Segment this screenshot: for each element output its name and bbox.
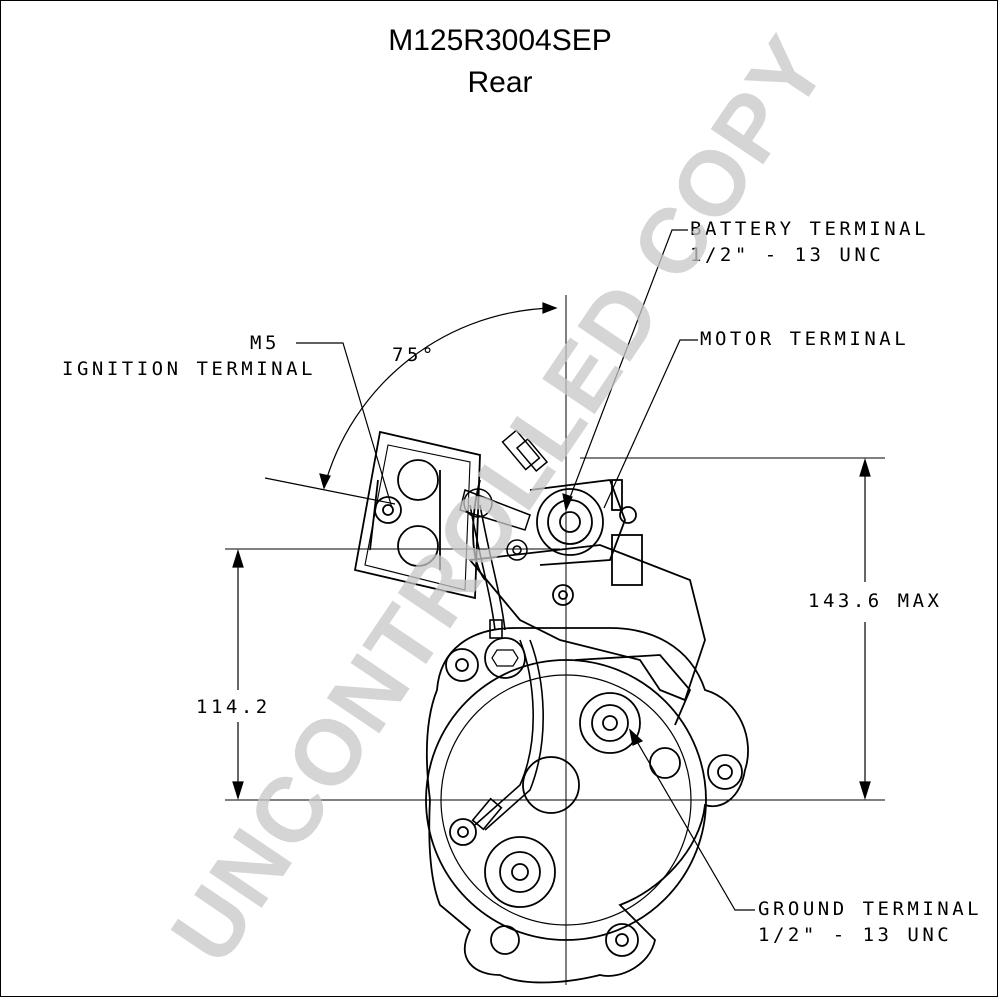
- height-max-value: 143.6 MAX: [808, 590, 943, 612]
- ground-terminal-thread: 1/2" - 13 UNC: [758, 924, 953, 946]
- ground-terminal-label: GROUND TERMINAL: [758, 898, 983, 920]
- ignition-terminal-label: IGNITION TERMINAL: [62, 358, 316, 380]
- angle-dimension: [264, 302, 558, 505]
- ground-cable: [471, 639, 544, 831]
- dimension-143: [859, 457, 871, 801]
- motor-terminal-label: MOTOR TERMINAL: [700, 328, 910, 350]
- angle-value: 75°: [392, 344, 437, 366]
- leader-lines: [296, 229, 755, 911]
- ignition-terminal-size: M5: [250, 332, 280, 354]
- solenoid: [468, 479, 706, 702]
- ignition-wire: [469, 504, 506, 639]
- battery-terminal-label: BATTERY TERMINAL: [690, 218, 930, 240]
- drawing-title: M125R3004SEP: [388, 24, 612, 57]
- center-lines: [225, 295, 885, 985]
- motor-body: [425, 627, 749, 984]
- dimension-114: [232, 548, 244, 801]
- height-axis-value: 114.2: [196, 696, 271, 718]
- drawing-subtitle: Rear: [467, 66, 533, 99]
- ignition-housing: [353, 430, 481, 600]
- battery-terminal-thread: 1/2" - 13 UNC: [690, 244, 885, 266]
